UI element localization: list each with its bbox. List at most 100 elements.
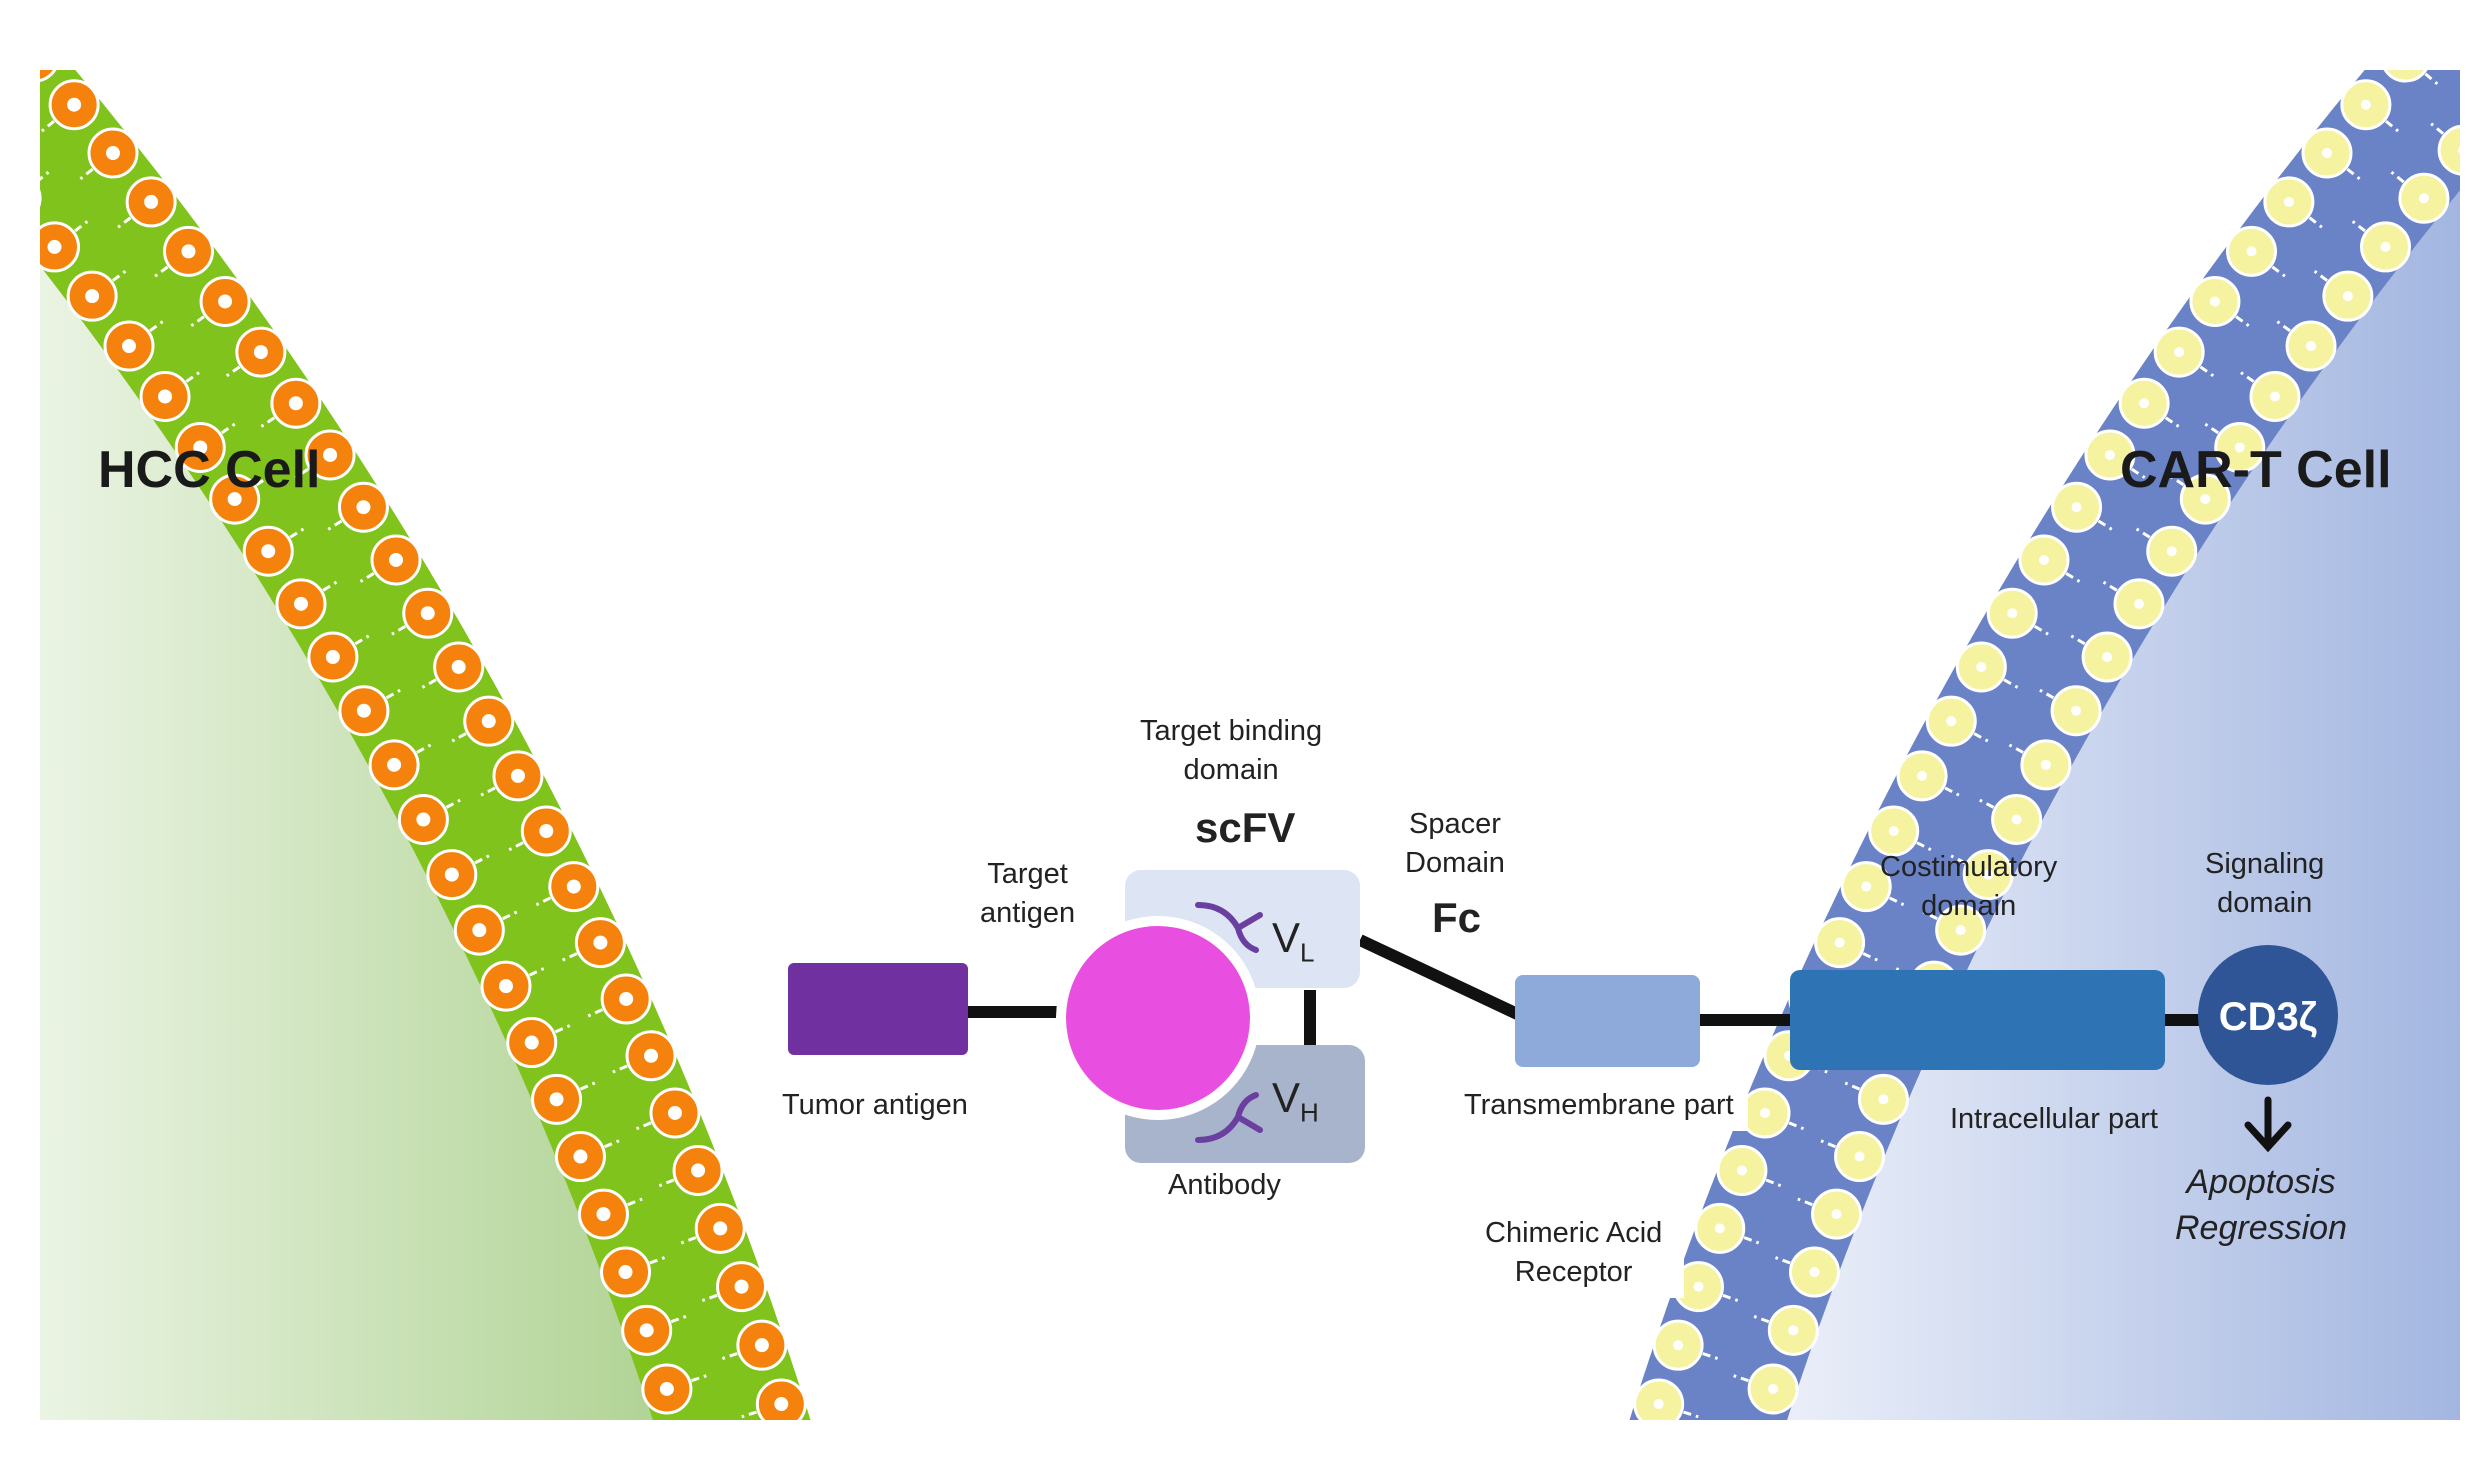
lipid-head-dot [27, 50, 41, 64]
arrow-down-icon [2244, 1096, 2292, 1153]
lipid-head-dot [481, 714, 496, 729]
lipid-head-dot [691, 1163, 706, 1178]
antibody-label: Antibody [1168, 1169, 1281, 1201]
car-t-cell-title: CAR-T Cell [2120, 441, 2392, 499]
lipid-head-dot [774, 1397, 789, 1412]
lipid-tail [3, 57, 35, 84]
hcc-phospholipid-heads [0, 0, 807, 1468]
lipid-head-dot [1809, 1267, 1820, 1278]
signaling-label: Signaling domain [2205, 845, 2324, 923]
costimulatory-block [1790, 970, 2165, 1070]
lipid-head-dot [1983, 869, 1994, 880]
lipid-head-dot [2458, 146, 2460, 155]
lipid-head-dot [2166, 546, 2177, 557]
intracellular-label: Intracellular part [1950, 1103, 2158, 1135]
lipid-head-dot [1736, 1165, 1747, 1176]
vl-label: VL [1272, 910, 1314, 970]
lipid-tail [1714, 1435, 1754, 1448]
lipid-head-dot [549, 1092, 564, 1107]
lipid-head [40, 70, 57, 82]
lipid-head-dot [218, 294, 233, 309]
lipid-head-dot [498, 979, 513, 994]
lipid-head-dot [639, 1323, 654, 1338]
lipid-head-dot [667, 1105, 682, 1120]
lipid-head-dot [618, 1265, 633, 1280]
lipid-head-dot [619, 991, 634, 1006]
lipid-head [2383, 70, 2428, 83]
lipid-head-dot [9, 191, 23, 205]
lipid-head-dot [1635, 1458, 1645, 1468]
hcc-cell-title: HCC Cell [98, 441, 321, 499]
lipid-head-dot [539, 823, 554, 838]
lipid-tail [760, 1463, 800, 1468]
vh-main: V [1272, 1074, 1301, 1121]
cd3z-signaling-circle [2198, 945, 2338, 1085]
regression-text: Regression [2175, 1208, 2347, 1247]
lipid-tail [1640, 1463, 1680, 1468]
lipid-head-dot [1768, 1383, 1779, 1394]
lipid-head-dot [2038, 554, 2049, 565]
lipid-head-dot [2139, 398, 2150, 409]
lipid-head-dot [293, 596, 308, 611]
lipid-head-dot [1673, 1340, 1684, 1351]
lipid-head-dot [2134, 598, 2145, 609]
lipid-head-dot [1653, 1399, 1664, 1410]
lipid-head-dot [2321, 148, 2332, 159]
lipid-head-dot [524, 1035, 539, 1050]
lipid-head-dot [659, 1381, 674, 1396]
chimeric-line-1: Chimeric Acid [1485, 1217, 1663, 1249]
transmembrane-block [1515, 975, 1700, 1067]
lipid-head-dot [596, 1207, 611, 1222]
lipid-head-dot [1917, 770, 1928, 781]
lipid-head-dot [288, 396, 303, 411]
lipid-head-dot [144, 194, 159, 209]
lipid-head-dot [1831, 1209, 1842, 1220]
car-t-membrane-band [1629, 70, 2460, 1420]
lipid-head-dot [1878, 1094, 1889, 1105]
vh-sub: H [1300, 1097, 1319, 1128]
outcome-label: Apoptosis Regression [2175, 1160, 2347, 1252]
lipid-head-dot [121, 339, 136, 354]
lipid-head-dot [1834, 937, 1845, 948]
lipid-tail [2472, 76, 2483, 103]
target-antigen-circle [1066, 926, 1250, 1110]
transmembrane-label: Transmembrane part [1450, 1080, 1748, 1132]
lipid-head-dot [420, 606, 435, 621]
costimulatory-label: Costimulatory domain [1880, 848, 2057, 926]
lipid-head-dot [323, 447, 338, 462]
spacer-line-1: Spacer [1409, 808, 1501, 840]
lipid-head-dot [2174, 347, 2185, 358]
lipid-head-dot [2342, 291, 2353, 302]
lipid-head [0, 126, 1, 174]
lipid-head-dot [451, 659, 466, 674]
lipid-head-dot [193, 440, 208, 455]
lipid-head [40, 189, 42, 208]
lipid-head-dot [1714, 1223, 1725, 1234]
lipid-head [1616, 1439, 1664, 1468]
target-antigen-label: Target antigen [980, 855, 1075, 933]
spacer-line-2: Domain [1405, 847, 1505, 880]
lipid-head [1730, 1424, 1778, 1468]
lipid-head-dot [2234, 442, 2245, 453]
lipid-head-dot [1749, 1443, 1759, 1453]
antibody-icon [1195, 902, 1263, 953]
lipid-head-dot [356, 703, 371, 718]
lipid-head-dot [2102, 652, 2113, 663]
lipid-head-dot [2441, 5, 2451, 15]
lipid-head-dot [2071, 502, 2082, 513]
lipid-head-dot [1854, 1151, 1865, 1162]
lipid-head-dot [1955, 925, 1966, 936]
lipid-head-dot [713, 1221, 728, 1236]
vl-sub: L [1300, 937, 1315, 968]
lipid-head-dot [2401, 52, 2411, 62]
lipid-head-dot [325, 650, 340, 665]
vh-label: VH [1272, 1070, 1319, 1130]
lipid-head-dot [1976, 661, 1987, 672]
lipid-tail [686, 1435, 726, 1448]
lipid-head-dot [85, 289, 100, 304]
lipid-head-dot [2200, 494, 2211, 505]
lipid-head [0, 0, 18, 34]
target-binding-line-1: Target binding [1140, 715, 1323, 747]
lipid-head-dot [566, 879, 581, 894]
